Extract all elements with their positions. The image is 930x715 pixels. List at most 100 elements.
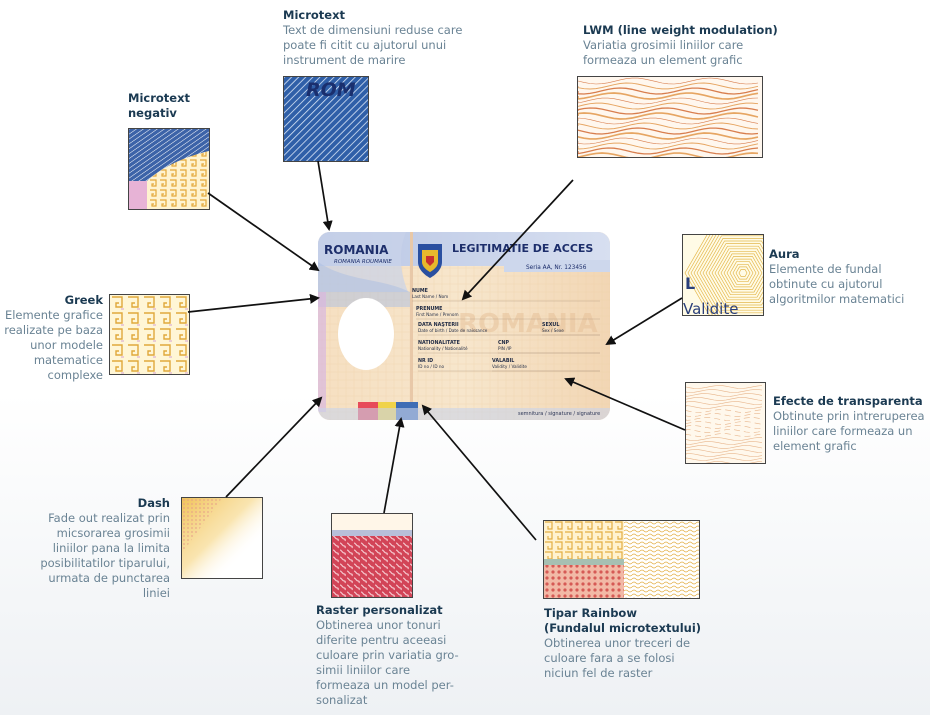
arrow-lwm: [461, 179, 574, 301]
card-field-label: DATA NAŞTERII: [418, 322, 459, 328]
transparency-line: [686, 397, 763, 401]
card-field-sublabel: ID no / ID no: [418, 364, 445, 369]
aura-ring: [732, 263, 754, 283]
lwm-wave-line: [578, 122, 759, 130]
arrow-transparency: [564, 377, 686, 431]
transparency-line: [686, 461, 763, 463]
lwm-wave-line: [578, 92, 759, 100]
lwm-wave-line: [578, 102, 759, 110]
card-field-label: NATIONALITATE: [418, 340, 460, 346]
card-field-sublabel: Validity / Validite: [492, 364, 527, 369]
arrow-negative-microtext: [207, 192, 320, 272]
coat-of-arms-icon: [418, 244, 442, 278]
transparency-line: [686, 421, 763, 425]
greek-sample: [109, 294, 190, 375]
arrow-raster: [383, 417, 405, 514]
card-field-sublabel: Sex / Sexe: [542, 328, 564, 333]
lwm-wave-line: [578, 87, 759, 95]
svg-text:ROM: ROM: [306, 79, 356, 101]
card-field-label: PRENUME: [416, 306, 442, 312]
card-field-sublabel: Date of birth / Date de naissance: [418, 328, 488, 333]
svg-text:ROMANIA ROUMANIE: ROMANIA ROUMANIE: [334, 259, 392, 265]
transparency-line: [686, 433, 763, 437]
aura-label: Aura Elemente de fundal obtinute cu ajut…: [769, 247, 905, 306]
lwm-wave-line: [578, 117, 759, 125]
lwm-wave-line: [578, 152, 759, 157]
svg-text:ROMANIA: ROMANIA: [458, 309, 598, 339]
transparency-line: [686, 453, 763, 457]
transparency-line: [686, 417, 763, 421]
lwm-wave-line: [578, 137, 759, 145]
card-field-label: CNP: [498, 340, 510, 346]
aura-ring: [687, 235, 713, 315]
aura-ring: [702, 238, 763, 308]
transparency-line: [686, 409, 763, 413]
card-field-sublabel: Nationality / Nationalité: [418, 346, 468, 351]
transparency-sample: [685, 382, 766, 464]
transparency-line: [686, 389, 763, 393]
lwm-wave-line: [578, 107, 759, 115]
aura-ring: [717, 250, 763, 296]
microtext-label: Microtext Text de dimensiuni reduse care…: [283, 8, 463, 67]
aura-ring: [735, 266, 751, 280]
aura-ring: [696, 235, 763, 314]
lwm-wave-line: [578, 97, 759, 105]
aura-ring: [738, 269, 748, 277]
transparency-line: [686, 441, 763, 445]
aura-ring: [699, 235, 763, 311]
aura-sample: L Validite: [682, 234, 764, 316]
transparency-line: [686, 457, 763, 461]
aura-ring: [684, 235, 710, 315]
card-field-label: SEXUL: [542, 322, 559, 328]
aura-ring: [720, 253, 763, 293]
lwm-label: LWM (line weight modulation) Variatia gr…: [583, 23, 778, 67]
svg-text:semnitura / signature / signat: semnitura / signature / signature: [518, 411, 600, 417]
lwm-wave-line: [578, 132, 759, 140]
raster-label: Raster personalizat Obtinerea unor tonur…: [316, 603, 459, 707]
transparency-line: [686, 445, 763, 449]
aura-ring: [690, 235, 716, 315]
greek-label: Greek Elemente grafice realizate pe baza…: [4, 293, 103, 382]
transparency-line: [686, 429, 763, 433]
aura-ring: [693, 235, 719, 315]
card-field-label: NR ID: [418, 358, 433, 364]
aura-ring: [723, 256, 763, 290]
aura-ring: [708, 243, 763, 303]
aura-ring: [714, 248, 763, 298]
arrow-dash: [225, 396, 323, 498]
lwm-wave-line: [578, 142, 759, 150]
lwm-sample: [577, 76, 763, 158]
transparency-line: [686, 413, 763, 417]
transparency-line: [686, 393, 763, 397]
rainbow-label: Tipar Rainbow (Fundalul microtextului) O…: [544, 606, 702, 680]
transparency-line: [686, 437, 762, 441]
arrow-microtext: [317, 160, 333, 231]
rainbow-sample: [543, 520, 700, 599]
aura-ring: [726, 258, 760, 288]
transparency-line: [686, 385, 763, 389]
lwm-wave-line: [578, 147, 759, 155]
raster-sample: [331, 513, 413, 598]
dash-label: Dash Fade out realizat prin micsorarea g…: [40, 496, 170, 600]
microtext-sample: ROM: [283, 76, 369, 162]
lwm-wave-line: [578, 112, 759, 120]
card-field-sublabel: PIN /IP: [498, 346, 512, 351]
lwm-wave-line: [578, 77, 759, 85]
svg-text:Seria AA, Nr. 123456: Seria AA, Nr. 123456: [526, 265, 587, 271]
negative-microtext-label: Microtext negativ: [128, 91, 190, 120]
transparency-line: [686, 449, 763, 453]
arrow-greek: [187, 293, 320, 313]
card-field-sublabel: First Name / Prenom: [416, 312, 459, 317]
transparency-line: [686, 401, 763, 405]
card-field-sublabel: Last Name / Nom: [412, 294, 448, 299]
card-field-label: VALABIL: [492, 358, 514, 364]
aura-ring: [729, 261, 757, 285]
svg-text:LEGITIMATIE DE ACCES: LEGITIMATIE DE ACCES: [452, 242, 593, 255]
transparency-line: [686, 425, 763, 429]
id-card: ROMANIA ROMANIA ROUMANIE LEGITIMATIE DE …: [318, 232, 610, 420]
svg-text:L: L: [685, 274, 695, 293]
lwm-wave-line: [578, 127, 759, 135]
lwm-wave-line: [578, 82, 759, 90]
arrow-rainbow: [421, 404, 537, 541]
